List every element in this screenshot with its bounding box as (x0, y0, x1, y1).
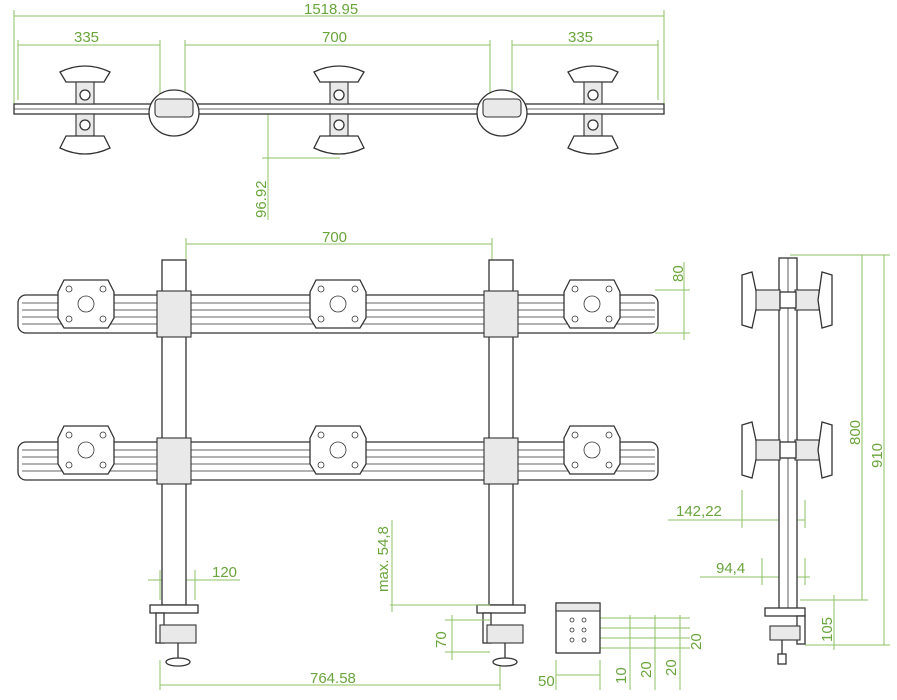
dim-front-spacing: 700 (322, 229, 347, 246)
dim-clamp-50: 50 (538, 673, 555, 690)
dim-side-910: 910 (869, 443, 886, 468)
dim-clamp-70: 70 (433, 631, 450, 648)
side-arm-upper (741, 271, 833, 329)
top-view: 1518.95 335 700 335 96.92 (13, 1, 665, 220)
dim-side-105: 105 (819, 617, 836, 642)
dim-top-right: 335 (568, 29, 593, 46)
dim-clamp-20c: 20 (688, 633, 705, 650)
vesa-plate-3 (563, 279, 621, 329)
dim-front-pole-width: 120 (212, 564, 237, 581)
dim-front-bar-height: 80 (670, 265, 687, 282)
vesa-plate-1 (57, 279, 115, 329)
front-view: 700 80 120 764.58 (17, 229, 690, 690)
dim-clamp-20a: 20 (638, 661, 655, 678)
side-arm-lower (741, 421, 833, 479)
desk-clamp-right (476, 604, 526, 667)
dim-top-depth: 96.92 (253, 180, 270, 218)
desk-clamp-left (149, 604, 199, 667)
top-arm-left (59, 65, 111, 155)
vesa-plate-2 (309, 279, 367, 329)
dim-side-800: 800 (847, 420, 864, 445)
dim-front-pole-spacing: 764.58 (310, 670, 356, 687)
vesa-plate-4 (57, 425, 115, 475)
dim-clamp-20b: 20 (663, 659, 680, 676)
dim-top-total: 1518.95 (304, 1, 358, 18)
side-view: 800 910 142,22 94,4 105 (668, 254, 890, 665)
side-clamp (764, 607, 806, 665)
vesa-plate-5 (309, 425, 367, 475)
clamp-detail: max. 54,8 70 50 10 20 20 20 (375, 520, 705, 690)
dim-side-94: 94,4 (716, 560, 745, 577)
top-arm-right (567, 65, 619, 155)
dim-clamp-10: 10 (613, 667, 630, 684)
top-arm-mid (313, 65, 365, 155)
dim-side-142: 142,22 (676, 503, 722, 520)
vesa-plate-6 (563, 425, 621, 475)
dim-clamp-max: max. 54,8 (375, 526, 392, 592)
dim-top-left: 335 (74, 29, 99, 46)
dim-top-mid: 700 (322, 29, 347, 46)
